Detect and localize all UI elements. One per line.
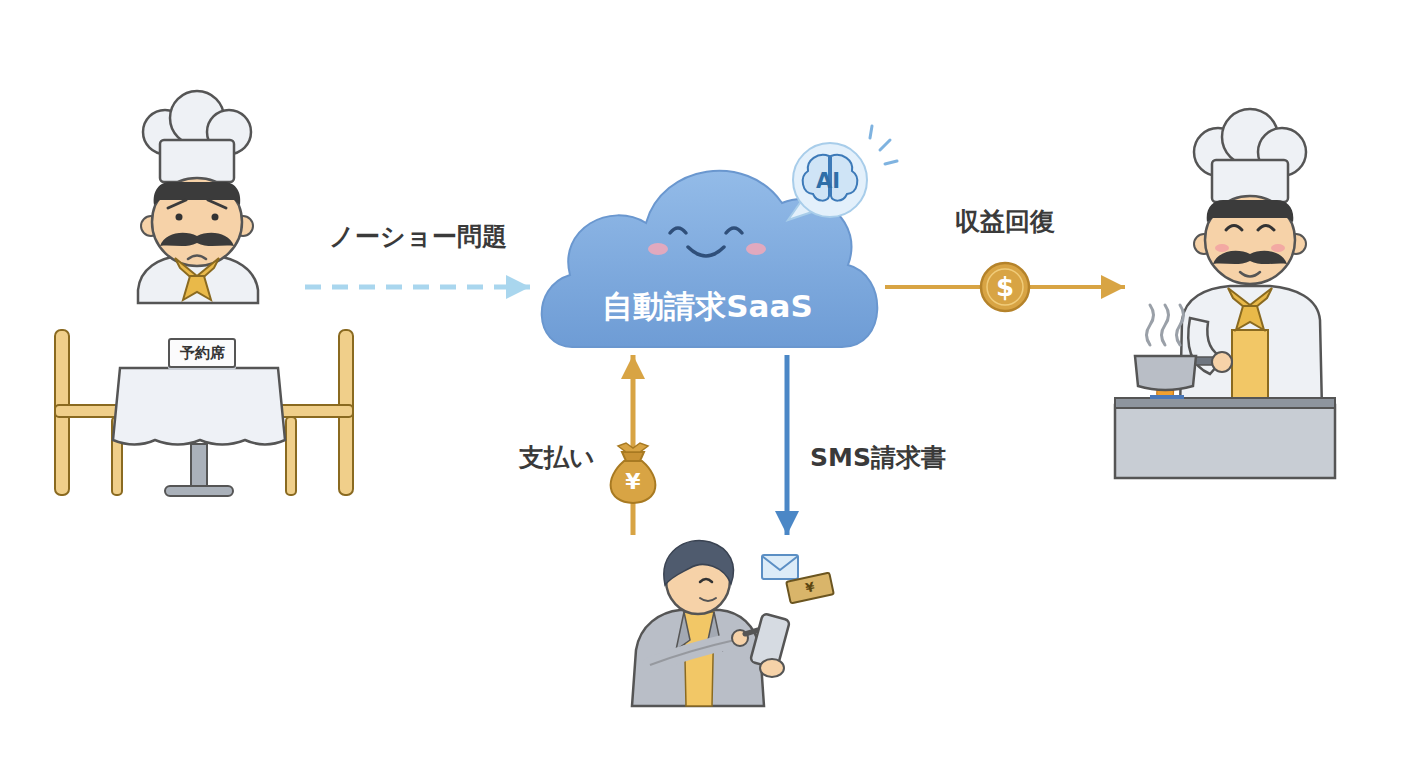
stove-top xyxy=(1115,398,1335,408)
chef-eye xyxy=(176,214,183,221)
node-label: 自動請求SaaS xyxy=(530,285,885,328)
chef-frown xyxy=(188,256,206,260)
chef-hand xyxy=(1212,352,1232,372)
node-text-group: 自動請求SaaS xyxy=(530,285,885,328)
stove-body xyxy=(1115,405,1335,478)
pointing-finger xyxy=(745,630,758,634)
customer-hair xyxy=(664,540,734,585)
chef-hair xyxy=(154,182,241,205)
chef-face xyxy=(152,178,242,266)
customer-with-phone xyxy=(632,540,834,706)
saas-cloud: 自動請求SaaS AI xyxy=(530,135,885,355)
customer-arm-edge xyxy=(650,640,735,665)
customer-eye xyxy=(700,579,712,582)
worried-chef xyxy=(138,91,258,303)
chef-cheek xyxy=(1271,244,1285,252)
cooking-pan xyxy=(1135,356,1196,390)
node-label: 予約席 xyxy=(170,343,234,364)
table-pedestal xyxy=(191,444,207,488)
chef-hat-band xyxy=(160,140,234,182)
no-show-arrow xyxy=(305,285,530,290)
holding-hand xyxy=(760,659,784,677)
chef-scarf xyxy=(1236,306,1264,330)
chair-seat xyxy=(278,405,353,417)
cloud-cheek xyxy=(648,243,668,255)
chef-eye xyxy=(212,214,219,221)
chef-scene-group: 予約席 xyxy=(45,90,305,500)
sparkle-line xyxy=(870,126,872,138)
node-text-group: 予約席 xyxy=(170,343,234,364)
chef-brow xyxy=(208,200,226,208)
node-text-group: AI xyxy=(782,167,874,196)
sms-envelope xyxy=(762,555,798,579)
chef-face xyxy=(1205,196,1295,284)
sparkle-line xyxy=(880,140,890,150)
stove-burner xyxy=(1150,395,1184,399)
edge-label: 収益回復 xyxy=(905,205,1105,239)
edge-label: SMS請求書 xyxy=(810,441,1000,475)
ai-bubble: AI xyxy=(782,138,874,226)
steam-line xyxy=(1177,305,1184,345)
customer-smile xyxy=(700,598,716,601)
chef-cheek xyxy=(1215,244,1229,252)
money-bill xyxy=(786,573,834,604)
cloud-eye xyxy=(726,228,742,233)
chef-cooking-group xyxy=(1125,110,1340,480)
stove xyxy=(1115,305,1335,478)
table-base xyxy=(165,486,233,496)
customer-group xyxy=(615,535,845,710)
dollar-coin xyxy=(981,263,1029,311)
envelope-flap xyxy=(762,556,798,570)
invoice-arrow xyxy=(785,355,790,535)
customer-jacket xyxy=(632,610,764,706)
currency-symbol: ¥ xyxy=(794,576,827,599)
steam-line xyxy=(1147,305,1154,345)
sparkle-line xyxy=(885,161,897,164)
payment-arrow xyxy=(631,355,636,535)
currency-symbol: ¥ xyxy=(613,467,653,496)
money-bag-top xyxy=(618,443,648,452)
cloud-eye xyxy=(670,228,686,233)
reserved-sign: 予約席 xyxy=(168,338,236,368)
cloud-smile xyxy=(688,247,724,256)
chef-brow xyxy=(168,200,186,208)
edge-label: ノーショー問題 xyxy=(300,220,535,254)
steam-line xyxy=(1162,305,1169,345)
cloud-cheek xyxy=(746,243,766,255)
chef-hair xyxy=(1207,200,1294,222)
reserved-table xyxy=(55,330,353,496)
happy-chef xyxy=(1180,109,1322,410)
chef-coat xyxy=(1180,286,1322,410)
chef-mustache xyxy=(1213,251,1287,264)
customer-arm xyxy=(650,640,735,665)
money-bag-tie xyxy=(622,452,644,461)
chef-smile xyxy=(1240,272,1260,277)
table-cloth xyxy=(113,368,285,445)
chef-scarf xyxy=(183,276,211,300)
money-bag xyxy=(611,461,656,503)
chef-mustache xyxy=(160,233,234,246)
edge-label: 支払い xyxy=(470,441,595,475)
chef-eye xyxy=(1226,226,1242,231)
currency-symbol: $ xyxy=(981,270,1029,304)
chef-eye xyxy=(1258,226,1274,231)
node-label: AI xyxy=(782,167,874,196)
chair-leg xyxy=(286,417,296,495)
